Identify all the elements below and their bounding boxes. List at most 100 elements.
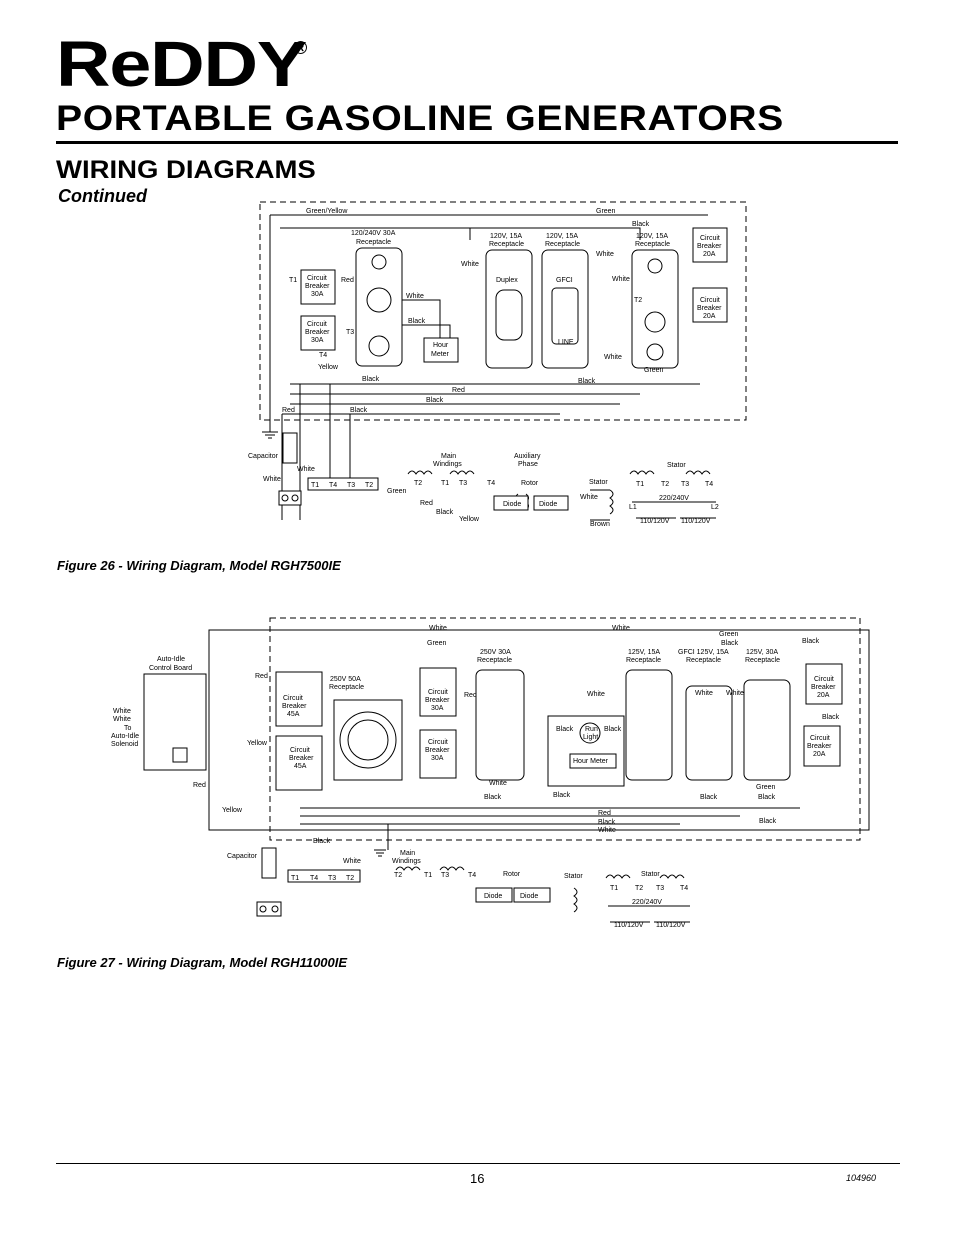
svg-text:Circuit: Circuit — [700, 297, 720, 304]
outer-wire-loop — [208, 629, 870, 831]
svg-text:White: White — [587, 691, 605, 698]
svg-text:Black: Black — [313, 838, 331, 845]
svg-text:White: White — [489, 780, 507, 787]
receptacle-250v-50a — [333, 699, 403, 781]
svg-text:Breaker: Breaker — [807, 743, 832, 750]
svg-text:Diode: Diode — [503, 501, 521, 508]
svg-text:Run: Run — [585, 726, 598, 733]
svg-text:T3: T3 — [347, 482, 355, 489]
svg-text:Receptacle: Receptacle — [477, 657, 512, 664]
stator-schematic-2 — [605, 874, 685, 879]
receptacle-gfci — [541, 249, 589, 369]
svg-text:120V, 15A: 120V, 15A — [636, 233, 668, 240]
capacitor-terminal-2 — [256, 901, 282, 917]
page-title: PORTABLE GASOLINE GENERATORS — [56, 99, 784, 138]
svg-text:T2: T2 — [394, 872, 402, 879]
svg-text:Red: Red — [598, 810, 611, 817]
receptacle-duplex — [485, 249, 533, 369]
circuit-breaker-30a-2 — [300, 315, 336, 351]
svg-text:Black: Black — [598, 819, 616, 826]
svg-text:220/240V: 220/240V — [659, 495, 689, 502]
svg-text:T2: T2 — [365, 482, 373, 489]
svg-text:Rotor: Rotor — [521, 480, 539, 487]
svg-text:White: White — [263, 476, 281, 483]
svg-text:Light: Light — [583, 734, 598, 741]
svg-text:Black: Black — [362, 376, 380, 383]
label-black-top: Black — [632, 221, 650, 228]
svg-text:Circuit: Circuit — [307, 275, 327, 282]
receptacle-125v-15a — [625, 669, 673, 781]
svg-text:To: To — [124, 725, 132, 732]
svg-text:250V 50A: 250V 50A — [330, 676, 361, 683]
svg-text:White: White — [113, 708, 131, 715]
svg-text:125V, 15A: 125V, 15A — [628, 649, 660, 656]
svg-text:T3: T3 — [656, 885, 664, 892]
svg-text:Stator: Stator — [641, 871, 660, 878]
receptacle-125v-30a — [743, 679, 791, 781]
svg-text:110/120V: 110/120V — [614, 922, 644, 929]
svg-text:Yellow: Yellow — [318, 364, 339, 371]
svg-text:Black: Black — [578, 378, 596, 385]
svg-text:250V 30A: 250V 30A — [480, 649, 511, 656]
svg-text:T2: T2 — [661, 481, 669, 488]
hour-meter — [423, 337, 459, 363]
svg-text:Duplex: Duplex — [496, 277, 518, 284]
svg-text:Phase: Phase — [518, 461, 538, 468]
svg-text:T1: T1 — [610, 885, 618, 892]
svg-text:Yellow: Yellow — [459, 516, 480, 523]
svg-text:T4: T4 — [705, 481, 713, 488]
svg-text:Windings: Windings — [392, 858, 421, 865]
svg-text:White: White — [461, 261, 479, 268]
svg-text:Capacitor: Capacitor — [227, 853, 258, 860]
svg-text:Receptacle: Receptacle — [635, 241, 670, 248]
svg-text:Breaker: Breaker — [811, 684, 836, 691]
diode-1 — [493, 495, 529, 511]
svg-text:Hour Meter: Hour Meter — [573, 758, 609, 765]
document-number: 104960 — [846, 1173, 877, 1183]
svg-text:220/240V: 220/240V — [632, 899, 662, 906]
stator-schematic — [629, 470, 711, 475]
svg-text:T1: T1 — [311, 482, 319, 489]
svg-text:T2: T2 — [635, 885, 643, 892]
svg-text:Windings: Windings — [433, 461, 462, 468]
diode-4 — [513, 887, 551, 903]
svg-text:Red: Red — [341, 277, 354, 284]
svg-text:Black: Black — [822, 714, 840, 721]
svg-text:Breaker: Breaker — [305, 329, 330, 336]
svg-text:T4: T4 — [329, 482, 337, 489]
svg-text:GFCI: GFCI — [556, 277, 573, 284]
svg-text:White: White — [598, 827, 616, 834]
svg-text:Stator: Stator — [589, 479, 608, 486]
svg-text:T4: T4 — [319, 352, 327, 359]
label-green-top: Green — [596, 208, 616, 215]
svg-text:Black: Black — [759, 818, 777, 825]
svg-text:Red: Red — [193, 782, 206, 789]
svg-text:T3: T3 — [328, 875, 336, 882]
receptacle-gfci-2 — [685, 685, 733, 781]
svg-text:20A: 20A — [813, 751, 826, 758]
svg-text:Meter: Meter — [431, 351, 450, 358]
svg-text:45A: 45A — [287, 711, 300, 718]
title-rule — [56, 141, 898, 144]
capacitor-terminal — [278, 490, 302, 506]
diode-3 — [475, 887, 513, 903]
svg-text:White: White — [612, 625, 630, 632]
svg-text:T2: T2 — [634, 297, 642, 304]
svg-text:GFCI 125V, 15A: GFCI 125V, 15A — [678, 649, 729, 656]
svg-text:T4: T4 — [468, 872, 476, 879]
svg-text:Red: Red — [420, 500, 433, 507]
svg-text:T4: T4 — [680, 885, 688, 892]
capacitor — [282, 432, 298, 464]
svg-text:Circuit: Circuit — [814, 676, 834, 683]
run-light-panel — [547, 715, 625, 787]
wiring-diagram-rgh7500ie: Green/Yellow Green Black 120/240V 30A Re… — [248, 201, 747, 528]
svg-text:White: White — [604, 354, 622, 361]
svg-text:T4: T4 — [487, 480, 495, 487]
main-windings-coil — [407, 470, 475, 475]
svg-text:Receptacle: Receptacle — [626, 657, 661, 664]
svg-text:Breaker: Breaker — [305, 283, 330, 290]
svg-text:Black: Black — [484, 794, 502, 801]
control-panel-outline-2 — [269, 617, 861, 841]
svg-text:30A: 30A — [431, 705, 444, 712]
svg-text:Breaker: Breaker — [289, 755, 314, 762]
